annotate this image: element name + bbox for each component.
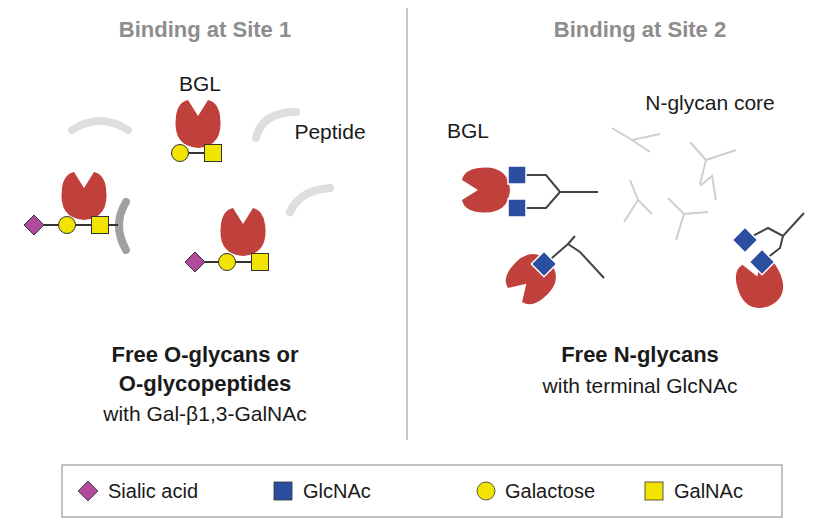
bgl-n-glycan-3 <box>731 213 804 314</box>
result-heading: Free O-glycans or O-glycopeptides <box>100 341 310 398</box>
legend-swatch <box>474 479 498 503</box>
bgl-glycan-2 <box>24 172 118 235</box>
legend-swatch-shape <box>477 482 495 500</box>
legend-text: Sialic acid <box>108 478 198 504</box>
n-glycan-cores <box>612 128 736 240</box>
legend-text: Galactose <box>505 478 595 504</box>
legend-swatch-shape <box>274 482 292 500</box>
bgl-n-glycan-1 <box>462 166 598 217</box>
legend-swatch <box>76 479 100 503</box>
panel-heading: Binding at Site 1 <box>119 16 291 45</box>
legend-swatch <box>642 479 666 503</box>
panel-heading: Binding at Site 2 <box>554 16 726 45</box>
bgl-n-glycan-2 <box>499 236 604 311</box>
panel-divider <box>406 8 408 440</box>
legend-swatch <box>271 479 295 503</box>
result-note: with Gal-β1,3-GalNAc <box>103 400 306 427</box>
result-heading: Free N-glycans <box>561 341 719 370</box>
protein-label: BGL <box>447 117 489 144</box>
bgl-glycan-3 <box>185 208 269 272</box>
legend-box <box>62 465 782 517</box>
glycan-label: N-glycan core <box>645 89 775 116</box>
legend-swatch-shape <box>645 482 663 500</box>
result-note: with terminal GlcNAc <box>543 372 738 399</box>
legend-text: GlcNAc <box>303 478 371 504</box>
bgl-glycan-1 <box>172 100 222 162</box>
legend-text: GalNAc <box>674 478 743 504</box>
protein-label: BGL <box>179 70 221 97</box>
legend-swatch-shape <box>78 481 98 501</box>
peptide-label: Peptide <box>294 118 365 145</box>
